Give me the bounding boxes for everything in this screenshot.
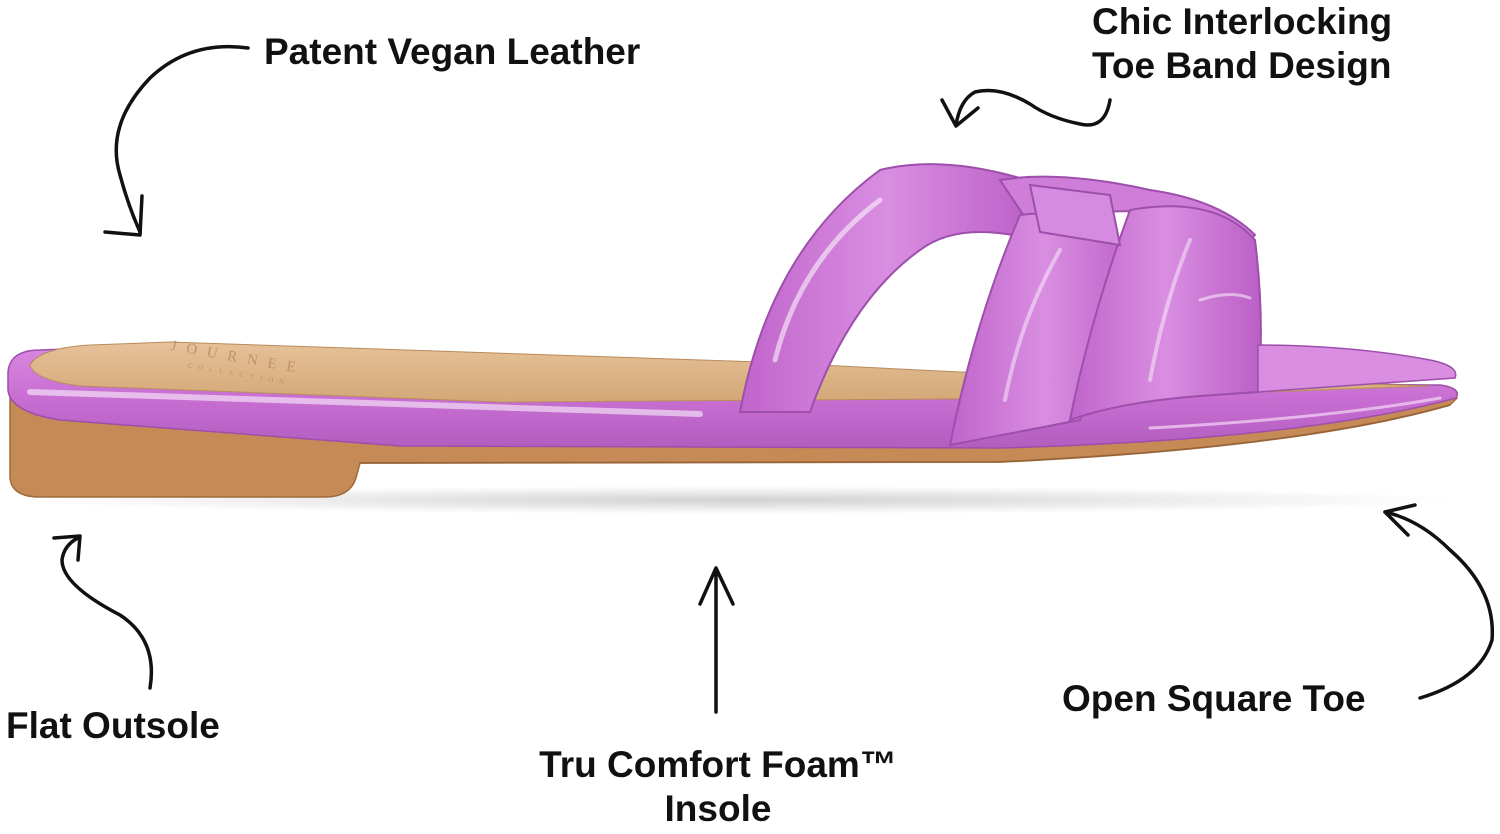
label-chic-interlocking: Chic Interlocking Toe Band Design	[1092, 0, 1392, 89]
label-open-square-toe: Open Square Toe	[1062, 677, 1366, 721]
label-flat-text: Flat Outsole	[6, 705, 220, 746]
arrow-flat	[52, 534, 154, 690]
arrow-chic	[940, 88, 1112, 128]
label-flat-outsole: Flat Outsole	[6, 704, 220, 748]
arrow-patent	[103, 44, 250, 237]
arrow-foam	[698, 566, 735, 714]
label-foam-line2: Insole	[664, 788, 772, 830]
label-patent-vegan-leather: Patent Vegan Leather	[264, 30, 640, 74]
label-foam-line1: Tru Comfort Foam™	[539, 744, 897, 785]
label-tru-comfort-foam: Tru Comfort Foam™ Insole	[512, 743, 924, 832]
label-toe-text: Open Square Toe	[1062, 678, 1366, 719]
toe-band-upper	[738, 163, 1457, 447]
label-chic-line1: Chic Interlocking	[1092, 1, 1393, 42]
label-patent-text: Patent Vegan Leather	[264, 31, 641, 72]
arrow-toe	[1383, 503, 1495, 700]
label-chic-line2: Toe Band Design	[1092, 45, 1392, 87]
floor-shadow	[20, 486, 1460, 514]
